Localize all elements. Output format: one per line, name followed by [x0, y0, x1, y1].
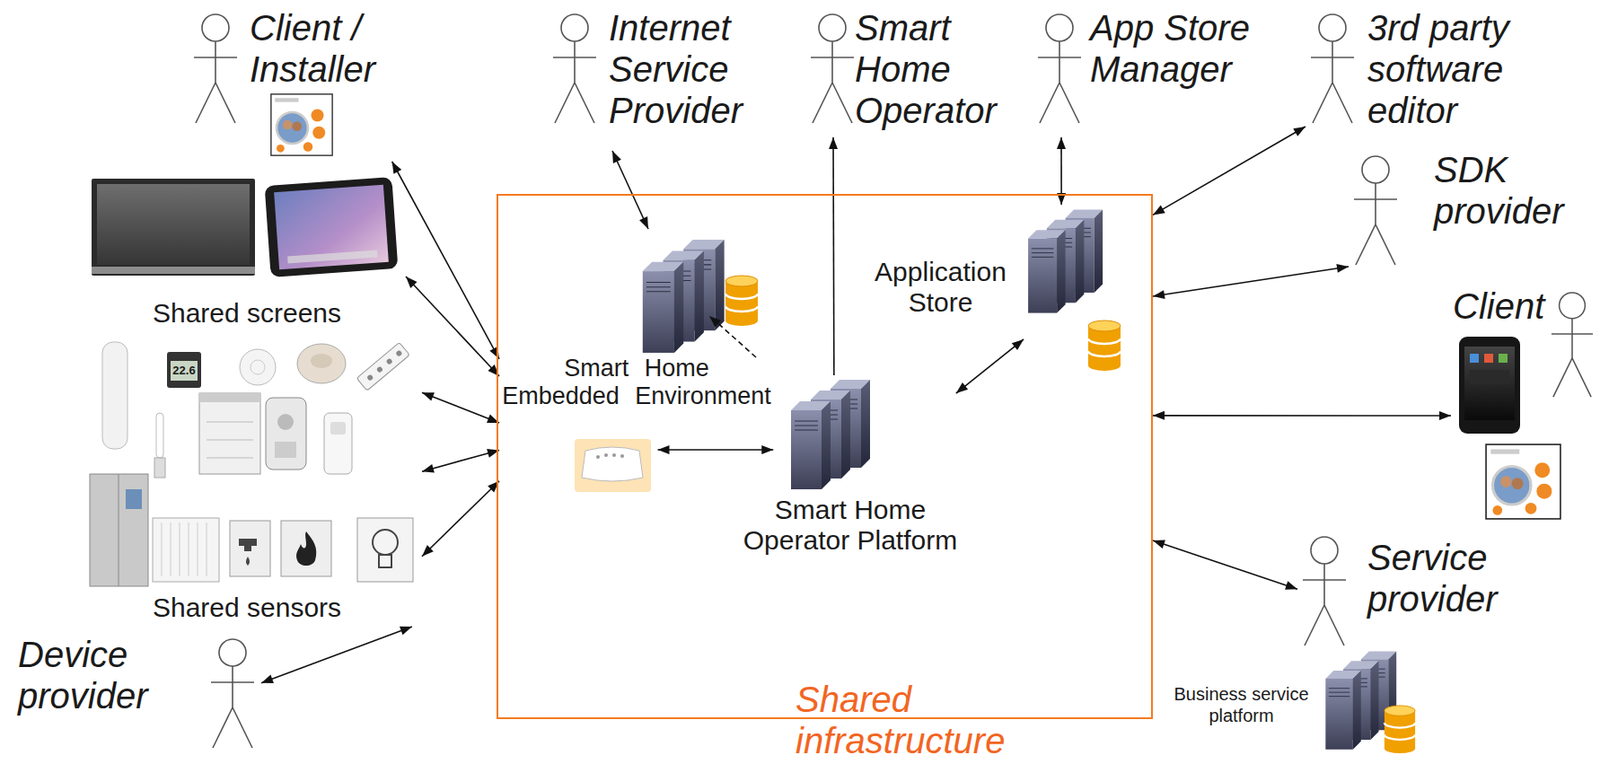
actor-label: 3rd party software editor [1367, 7, 1525, 132]
sensor-group: Shared sensors [89, 334, 422, 627]
connector-line [421, 449, 500, 472]
connector-line [658, 448, 774, 451]
platform-node: Business service platform [1167, 635, 1424, 762]
connector-line [421, 481, 500, 557]
actor-label: Client [1452, 285, 1552, 327]
actor: Internet Service Provider [547, 7, 782, 138]
actor-label: Smart Home Operator [854, 7, 1012, 132]
connector [1152, 411, 1451, 421]
arrow-head [1152, 205, 1166, 216]
connector-line [405, 276, 500, 377]
connector [405, 276, 500, 377]
arrow-head [1292, 126, 1306, 137]
connector [658, 445, 774, 455]
actor: Client / Installer [188, 7, 409, 162]
arrow-head [658, 445, 670, 455]
connector [828, 137, 838, 376]
arrow-head [421, 545, 434, 557]
arrow-head [1152, 539, 1166, 548]
arrow-head [828, 137, 838, 150]
arrow-head [421, 464, 435, 474]
connector [1152, 126, 1306, 215]
actor-label: App Store Manager [1090, 7, 1261, 90]
connector-line [392, 161, 500, 360]
actor-label: Internet Service Provider [608, 7, 775, 132]
arrow-head [1284, 580, 1298, 590]
actor-label: Client / Installer [249, 7, 407, 90]
region-label: Shared infrastructure [795, 678, 1011, 762]
actor: Client [1450, 285, 1597, 530]
actor: Service provider [1297, 529, 1531, 651]
platform-label: Business service platform [1167, 683, 1316, 727]
gateway-node: Smart Home Embedded Environment [499, 354, 775, 499]
connector [392, 161, 500, 360]
connector [421, 392, 500, 423]
arrow-head [399, 626, 413, 635]
arrow-head [761, 445, 774, 455]
connector-line [421, 392, 500, 423]
actor: SDK provider [1348, 149, 1593, 271]
group-label: Shared sensors [89, 592, 405, 624]
connector-line [1152, 126, 1306, 215]
actor-label: Device provider [17, 633, 180, 717]
actor: Device provider [14, 630, 262, 757]
arrow-head [1439, 411, 1451, 421]
connector [1152, 263, 1349, 299]
arrow-head [421, 392, 435, 401]
arrow-head [956, 382, 968, 394]
server-node: Application Store [861, 204, 1123, 376]
connector-line [261, 626, 413, 684]
arrow-head [1152, 290, 1166, 299]
arrow-head [1336, 263, 1349, 273]
arrow-head [1152, 411, 1165, 421]
arrow-head [1011, 339, 1024, 351]
actor-label: SDK provider [1433, 149, 1592, 232]
connector [421, 448, 500, 474]
screen-group: Shared screens [89, 175, 406, 334]
display-reading: 22.6 [170, 361, 198, 380]
actor-label: Service provider [1367, 536, 1530, 620]
actor: App Store Manager [1032, 7, 1266, 138]
connector-line [832, 137, 835, 376]
arrow-head [405, 276, 418, 289]
display-reading: 22.6 [170, 361, 198, 380]
connector [421, 481, 500, 557]
connector-line [1152, 540, 1298, 590]
connector-line [1152, 414, 1451, 417]
gateway-label: Smart Home Embedded Environment [500, 354, 774, 411]
arrow-head [1056, 137, 1066, 150]
server-label: Smart Home Operator Platform [733, 494, 968, 556]
infrastructure-region: Shared infrastructureApplication StoreSm… [496, 193, 1153, 720]
actor: 3rd party software editor [1305, 7, 1530, 138]
arrow-head [392, 161, 403, 175]
group-label: Shared screens [89, 298, 405, 329]
server-label: Application Store [861, 256, 1020, 318]
actor: Smart Home Operator [805, 7, 1030, 138]
connector [1152, 539, 1298, 590]
connector-line [956, 339, 1024, 394]
connector-line [1152, 266, 1349, 297]
arrow-head [261, 675, 274, 684]
connector [956, 339, 1024, 394]
connector [261, 626, 413, 684]
